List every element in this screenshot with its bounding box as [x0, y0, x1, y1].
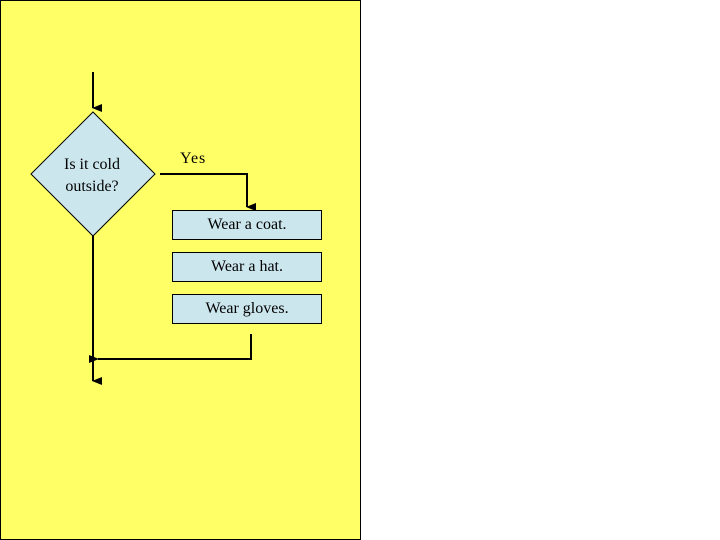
yes-branch-connector: [160, 173, 256, 211]
decision-label: Is it cold outside?: [64, 156, 120, 195]
step-box-wear-gloves: Wear gloves.: [172, 294, 322, 324]
step-box-wear-hat: Wear a hat.: [172, 252, 322, 282]
merge-connector: [89, 334, 252, 363]
step-box-wear-coat: Wear a coat.: [172, 210, 322, 240]
yes-branch-label: Yes: [180, 150, 207, 167]
